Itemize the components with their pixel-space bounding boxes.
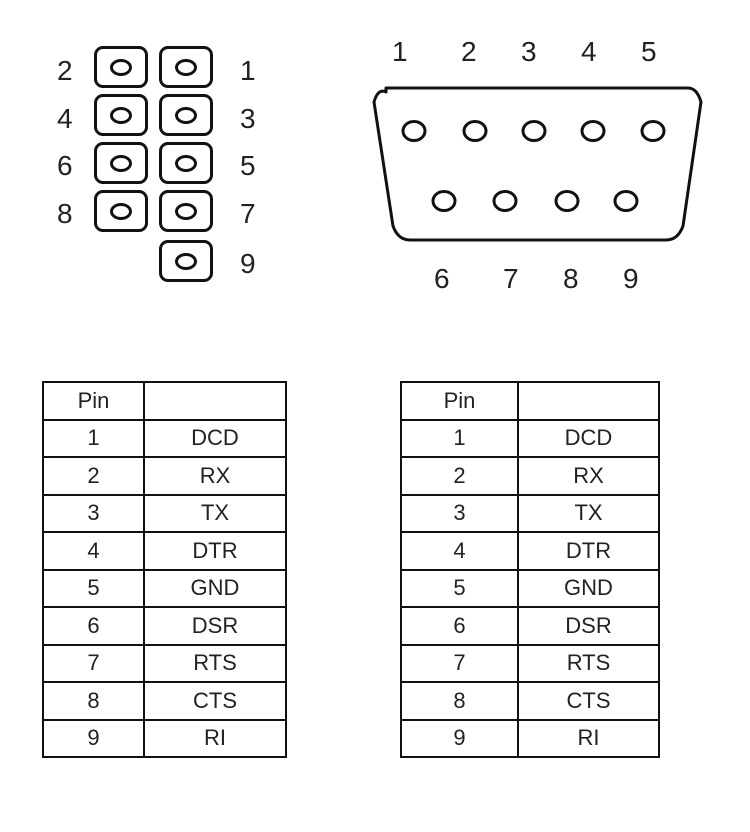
header-label-5: 5 xyxy=(240,150,256,181)
header-pin-6 xyxy=(94,142,148,184)
pin-number: 1 xyxy=(42,418,145,458)
header-pin-7 xyxy=(159,190,213,232)
header-label-1: 1 xyxy=(240,55,256,86)
pin-number: 4 xyxy=(42,531,145,571)
header-pin-8 xyxy=(94,190,148,232)
pin-hole-icon xyxy=(175,58,197,76)
header-label-3: 3 xyxy=(240,103,256,134)
pin-number: 2 xyxy=(42,456,145,496)
db9-label-4: 4 xyxy=(581,36,597,67)
signal-name: RI xyxy=(143,718,287,758)
header-label-9: 9 xyxy=(240,248,256,279)
signal-name: GND xyxy=(517,568,660,608)
pin-hole-icon xyxy=(175,106,197,124)
column-header-pin: Pin xyxy=(42,381,145,421)
column-header-signal xyxy=(517,381,660,421)
pin-number: 5 xyxy=(400,568,519,608)
signal-name: DCD xyxy=(143,418,287,458)
pin-number: 3 xyxy=(42,493,145,533)
signal-name: GND xyxy=(143,568,287,608)
pin-number: 8 xyxy=(42,681,145,721)
pin-number: 1 xyxy=(400,418,519,458)
signal-name: TX xyxy=(143,493,287,533)
signal-name: DCD xyxy=(517,418,660,458)
header-pin-3 xyxy=(159,94,213,136)
pin-number: 7 xyxy=(400,643,519,683)
db9-label-1: 1 xyxy=(392,36,408,67)
signal-name: DSR xyxy=(143,606,287,646)
pin-number: 8 xyxy=(400,681,519,721)
header-label-8: 8 xyxy=(57,198,73,229)
db9-label-2: 2 xyxy=(461,36,477,67)
pin-hole-icon xyxy=(110,106,132,124)
signal-name: RTS xyxy=(143,643,287,683)
pin-number: 7 xyxy=(42,643,145,683)
table-header-row: Pin xyxy=(400,381,660,421)
pin-hole-icon xyxy=(110,154,132,172)
signal-name: DTR xyxy=(517,531,660,571)
signal-name: CTS xyxy=(143,681,287,721)
signal-name: DSR xyxy=(517,606,660,646)
column-header-signal xyxy=(143,381,287,421)
pin-hole-icon xyxy=(175,154,197,172)
header-pin-1 xyxy=(159,46,213,88)
db9-label-6: 6 xyxy=(434,263,450,294)
pin-hole-icon xyxy=(110,58,132,76)
pin-hole-icon xyxy=(175,202,197,220)
db9-label-8: 8 xyxy=(563,263,579,294)
db9-label-9: 9 xyxy=(623,263,639,294)
pin-number: 3 xyxy=(400,493,519,533)
header-label-2: 2 xyxy=(57,55,73,86)
pin-number: 5 xyxy=(42,568,145,608)
pin-number: 6 xyxy=(400,606,519,646)
header-label-7: 7 xyxy=(240,198,256,229)
db9-label-7: 7 xyxy=(503,263,519,294)
signal-name: CTS xyxy=(517,681,660,721)
pin-number: 9 xyxy=(42,718,145,758)
header-pin-5 xyxy=(159,142,213,184)
pin-number: 2 xyxy=(400,456,519,496)
header-pin-2 xyxy=(94,46,148,88)
signal-name: RI xyxy=(517,718,660,758)
header-label-6: 6 xyxy=(57,150,73,181)
header-pin-9 xyxy=(159,240,213,282)
db9-label-5: 5 xyxy=(641,36,657,67)
signal-name: RX xyxy=(143,456,287,496)
pin-number: 6 xyxy=(42,606,145,646)
signal-name: RTS xyxy=(517,643,660,683)
pin-number: 9 xyxy=(400,718,519,758)
signal-name: TX xyxy=(517,493,660,533)
header-label-4: 4 xyxy=(57,103,73,134)
pin-hole-icon xyxy=(110,202,132,220)
header-pin-4 xyxy=(94,94,148,136)
table-header-row: Pin xyxy=(42,381,287,421)
signal-name: DTR xyxy=(143,531,287,571)
pin-number: 4 xyxy=(400,531,519,571)
signal-name: RX xyxy=(517,456,660,496)
pin-hole-icon xyxy=(175,252,197,270)
db9-label-3: 3 xyxy=(521,36,537,67)
column-header-pin: Pin xyxy=(400,381,519,421)
